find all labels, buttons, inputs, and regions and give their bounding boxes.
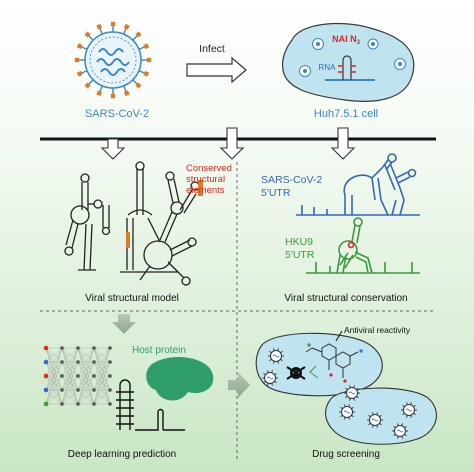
virion-icon (344, 385, 360, 401)
svg-text:HKU9: HKU9 (285, 236, 313, 248)
infect-arrow (186, 56, 247, 84)
hku9-utr-structure (306, 217, 420, 274)
conserved-element-mark (198, 180, 203, 196)
right-arrow-grey (228, 372, 250, 398)
conservation-highlights (347, 241, 355, 249)
hku9-utr-label: HKU9 5'UTR (285, 236, 315, 261)
sars-utr-structure (296, 153, 420, 216)
neural-network-icon (43, 345, 112, 407)
sars-utr-label: SARS-CoV-2 5'UTR (261, 174, 322, 199)
infect-label: Infect (199, 43, 225, 55)
down-arrow-center (219, 127, 245, 160)
virion-icon (339, 404, 355, 420)
drug-screening-label: Drug screening (312, 449, 380, 460)
skull-icon (286, 366, 306, 380)
infected-cell-1 (255, 332, 383, 397)
drug-molecule-icon (305, 343, 363, 383)
virion-icon (392, 423, 408, 439)
svg-text:elements: elements (186, 185, 225, 196)
antiviral-pointer (335, 330, 343, 342)
host-protein-shape (146, 357, 214, 401)
huh-cell (281, 22, 415, 102)
svg-text:structural: structural (186, 174, 225, 185)
virus-label: SARS-CoV-2 (85, 108, 149, 120)
cell-virion-icon (394, 58, 406, 70)
cell-virion-icon (312, 38, 324, 50)
virion-icon (262, 370, 278, 386)
down-arrow-right (330, 127, 356, 160)
svg-text:5'UTR: 5'UTR (285, 249, 315, 261)
svg-text:SARS-CoV-2: SARS-CoV-2 (261, 174, 322, 186)
virion-icon (268, 348, 284, 364)
virion-icon (367, 412, 383, 428)
rna-hairpin-icon (116, 379, 185, 431)
viral-model-label: Viral structural model (85, 293, 179, 304)
down-arrow-grey (112, 314, 136, 334)
svg-text:5'UTR: 5'UTR (261, 187, 291, 199)
cell-virion-icon (299, 65, 311, 77)
cell-virion-icon (367, 38, 379, 50)
conservation-label: Viral structural conservation (284, 293, 407, 304)
nai-label: NAI N3 (332, 34, 361, 46)
virus-icon (74, 21, 152, 99)
rna-label: RNA (319, 63, 337, 72)
svg-text:Conserved: Conserved (186, 163, 232, 174)
conserved-label: Conserved structural elements (186, 163, 232, 196)
viral-structure-model (64, 161, 200, 286)
conserved-element-mark (126, 232, 130, 248)
deep-learning-label: Deep learning prediction (68, 449, 176, 460)
down-arrow-left (100, 138, 126, 160)
antiviral-label: Antiviral reactivity (344, 325, 411, 335)
host-protein-label: Host protein (132, 345, 186, 356)
virion-icon (401, 402, 417, 418)
cell-label: Huh7.5.1 cell (314, 108, 378, 120)
